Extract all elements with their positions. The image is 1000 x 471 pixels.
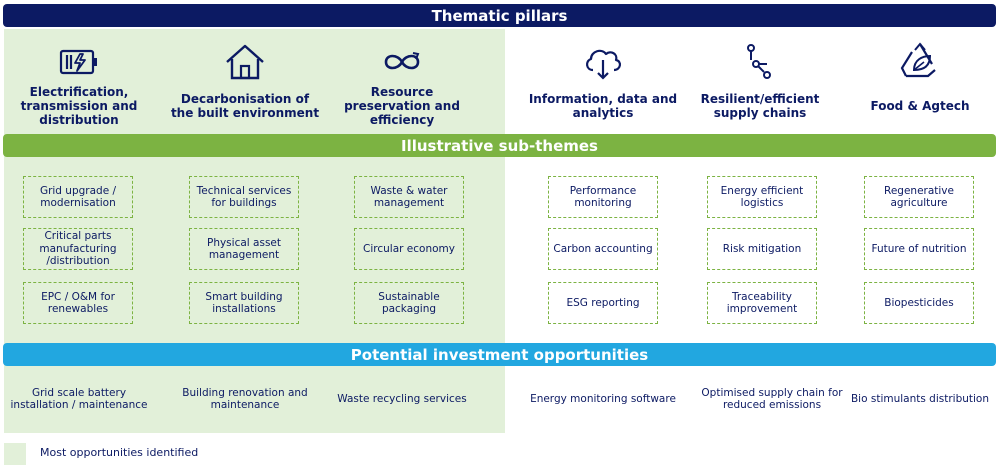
subtheme-box: Grid upgrade / modernisation <box>23 176 133 218</box>
pillar-resource-preservation: Resource preservation and efficiency <box>327 36 477 132</box>
thematic-pillars-title: Thematic pillars <box>431 6 568 25</box>
pillar-decarbonisation: Decarbonisation of the built environment <box>170 36 320 132</box>
subtheme-box: Waste & water management <box>354 176 464 218</box>
opportunity-item: Energy monitoring software <box>530 392 676 405</box>
opportunity-item: Waste recycling services <box>337 392 467 405</box>
recycle-leaf-icon <box>900 42 936 78</box>
subtheme-box: Smart building installations <box>189 282 299 324</box>
opportunities-banner: Potential investment opportunities <box>3 343 996 366</box>
pillar-label: Resilient/efficient supply chains <box>700 92 820 120</box>
battery-charging-icon <box>59 49 97 75</box>
opportunity-item: Optimised supply chain for reduced emiss… <box>701 386 843 412</box>
subtheme-box: ESG reporting <box>548 282 658 324</box>
legend-swatch <box>4 443 26 465</box>
pillar-label: Food & Agtech <box>870 99 970 113</box>
pillar-supply-chains: Resilient/efficient supply chains <box>685 36 835 132</box>
subtheme-box: Physical asset management <box>189 228 299 270</box>
route-nodes-icon <box>747 44 771 79</box>
pillar-label: Resource preservation and efficiency <box>344 85 460 127</box>
subtheme-box: Future of nutrition <box>864 228 974 270</box>
subtheme-box: Risk mitigation <box>707 228 817 270</box>
subtheme-box: Sustainable packaging <box>354 282 464 324</box>
subtheme-box: Energy efficient logistics <box>707 176 817 218</box>
pillar-electrification: Electrification, transmission and distri… <box>4 36 154 132</box>
subtheme-box: Traceability improvement <box>707 282 817 324</box>
opportunity-item: Building renovation and maintenance <box>182 386 308 412</box>
legend-label: Most opportunities identified <box>40 446 199 459</box>
subtheme-box: Critical parts manufacturing /distributi… <box>23 228 133 270</box>
subtheme-box: Technical services for buildings <box>189 176 299 218</box>
subthemes-banner: Illustrative sub-themes <box>3 134 996 157</box>
subtheme-box: Circular economy <box>354 228 464 270</box>
cloud-download-icon <box>586 49 621 80</box>
pillar-information-data: Information, data and analytics <box>528 36 678 132</box>
pillar-label: Electrification, transmission and distri… <box>20 85 138 127</box>
subthemes-title: Illustrative sub-themes <box>401 136 598 155</box>
thematic-pillars-banner: Thematic pillars <box>3 4 996 27</box>
house-icon <box>226 44 264 80</box>
opportunity-item: Grid scale battery installation / mainte… <box>10 386 148 412</box>
pillar-label: Information, data and analytics <box>528 92 678 120</box>
opportunity-item: Bio stimulants distribution <box>850 392 990 405</box>
infinity-cycle-icon <box>384 52 420 70</box>
subtheme-box: Carbon accounting <box>548 228 658 270</box>
pillar-food-agtech: Food & Agtech <box>845 36 995 132</box>
subtheme-box: EPC / O&M for renewables <box>23 282 133 324</box>
subtheme-box: Regenerative agriculture <box>864 176 974 218</box>
subtheme-box: Biopesticides <box>864 282 974 324</box>
pillar-label: Decarbonisation of the built environment <box>170 92 320 120</box>
opportunities-title: Potential investment opportunities <box>350 345 649 364</box>
subtheme-box: Performance monitoring <box>548 176 658 218</box>
